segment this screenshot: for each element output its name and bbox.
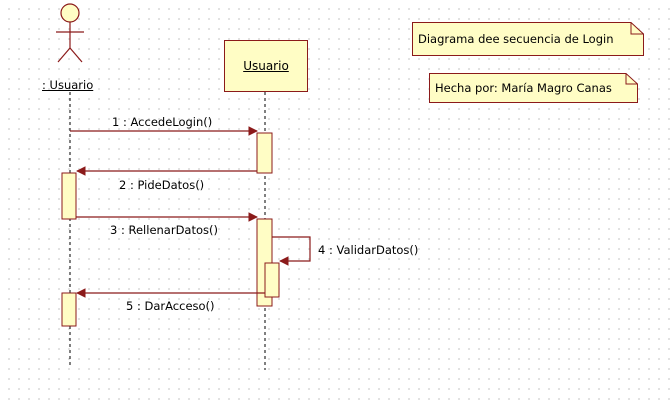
note-title[interactable]: Diagrama dee secuencia de Login bbox=[412, 22, 644, 56]
note-author-shape bbox=[429, 73, 638, 103]
message-3-label: 3 : RellenarDatos() bbox=[110, 223, 218, 237]
actor-name: : Usuario bbox=[42, 78, 94, 92]
message-5-label: 5 : DarAcceso() bbox=[126, 299, 215, 313]
message-1-label: 1 : AccedeLogin() bbox=[112, 115, 213, 129]
note-author[interactable]: Hecha por: María Magro Canas bbox=[429, 73, 638, 103]
object-activation-nested[interactable] bbox=[264, 262, 280, 298]
object-usuario-box[interactable]: Usuario bbox=[224, 40, 308, 92]
object-activation-1[interactable] bbox=[256, 132, 273, 174]
stick-figure-actor-icon[interactable] bbox=[56, 3, 84, 63]
actor-activation-2[interactable] bbox=[61, 292, 77, 327]
note-author-text: Hecha por: María Magro Canas bbox=[435, 81, 612, 95]
object-usuario-label: Usuario bbox=[243, 59, 289, 73]
message-4-label: 4 : ValidarDatos() bbox=[318, 243, 419, 257]
message-4-self-arrow[interactable] bbox=[272, 236, 311, 266]
note-title-shape bbox=[412, 22, 644, 56]
actor-activation-1[interactable] bbox=[61, 172, 77, 220]
message-2-label: 2 : PideDatos() bbox=[119, 178, 205, 192]
note-title-text: Diagrama dee secuencia de Login bbox=[418, 32, 614, 46]
